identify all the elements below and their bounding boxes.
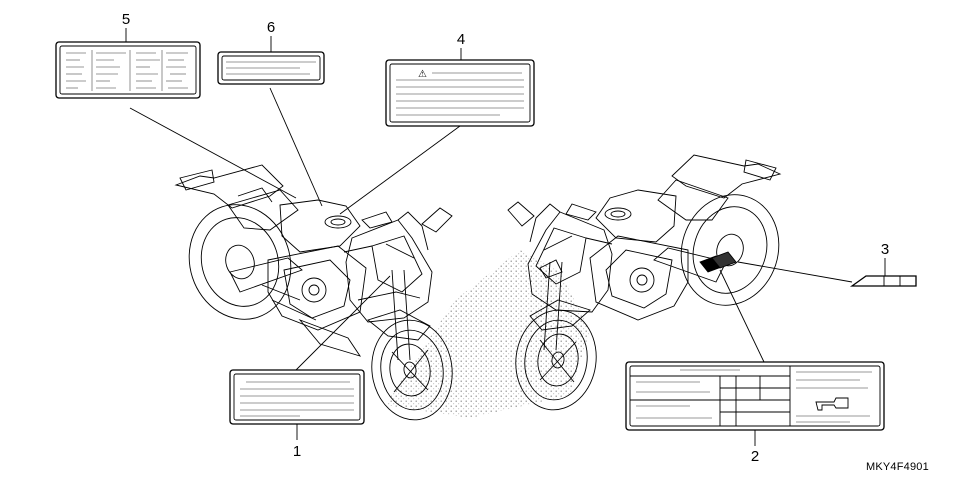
label-1 (229, 369, 365, 425)
label-2 (625, 361, 885, 431)
label-3 (849, 275, 917, 287)
callout-4: 4 (457, 31, 465, 60)
leader-line-4 (339, 125, 461, 215)
callout-3: 3 (881, 241, 889, 276)
motorcycle-right-illustration (507, 154, 782, 411)
callout-number-2: 2 (751, 448, 759, 465)
label-4: ⚠ (385, 59, 535, 127)
callout-number-5: 5 (122, 11, 130, 28)
leader-line-3 (737, 261, 853, 283)
ground-shadow (385, 250, 590, 418)
leader-line-6 (269, 87, 323, 207)
callout-6: 6 (267, 19, 275, 52)
leader-lines (129, 87, 853, 371)
callout-number-3: 3 (881, 241, 889, 258)
diagram-code: MKY4F4901 (866, 461, 929, 473)
warning-icon: ⚠ (418, 69, 427, 80)
callout-2: 2 (751, 430, 759, 465)
label-6 (217, 51, 325, 85)
leader-line-5 (129, 107, 297, 199)
wrench-icon (815, 397, 849, 411)
callout-5: 5 (122, 11, 130, 42)
label-5 (55, 41, 201, 99)
leader-line-2 (719, 269, 765, 363)
callout-number-6: 6 (267, 19, 275, 36)
callout-1: 1 (293, 424, 301, 460)
motorcycle-left-illustration (174, 164, 453, 421)
leader-line-1 (295, 275, 391, 371)
callout-number-4: 4 (457, 31, 465, 48)
callout-number-1: 1 (293, 443, 301, 460)
